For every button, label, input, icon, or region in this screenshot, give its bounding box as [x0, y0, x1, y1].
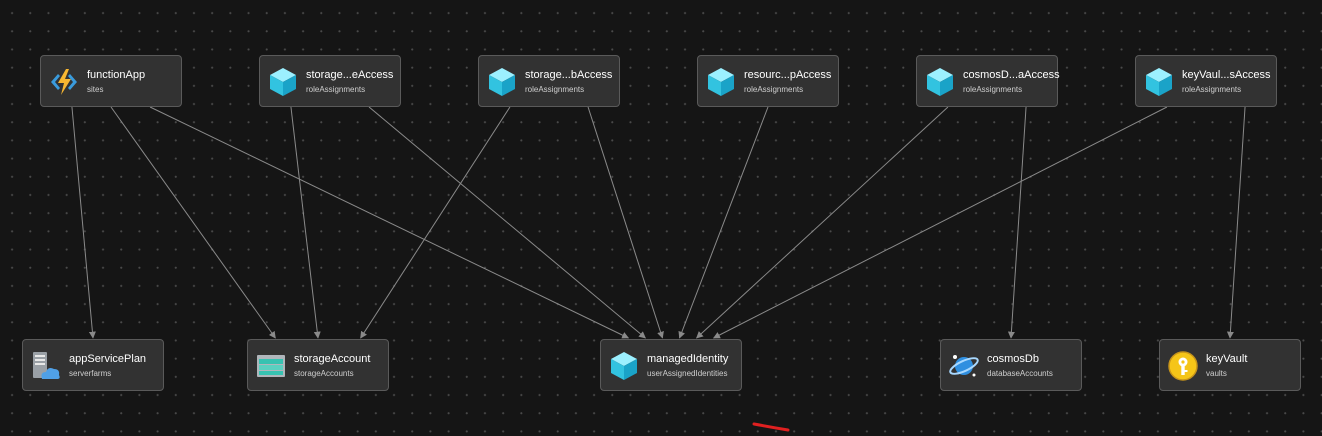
edge-cosmosDataAccess-to-cosmosDb — [1007, 106, 1027, 339]
node-type: sites — [87, 85, 104, 94]
edge-functionApp-to-storageAccount — [110, 106, 276, 339]
node-type: roleAssignments — [306, 85, 366, 94]
node-storage-file-access[interactable]: storage...eAccess roleAssignments — [259, 55, 401, 107]
node-type: storageAccounts — [294, 369, 354, 378]
edge-functionApp-to-managedIdentity — [149, 106, 630, 339]
function-app-icon — [48, 66, 80, 98]
role-assignment-cube-icon — [924, 66, 956, 98]
node-type: roleAssignments — [963, 85, 1023, 94]
node-type: userAssignedIdentities — [647, 369, 728, 378]
edge-storageBlobAccess-to-managedIdentity — [587, 106, 664, 339]
role-assignment-cube-icon — [267, 66, 299, 98]
node-name: cosmosDb — [987, 353, 1039, 365]
node-name: resourc...pAccess — [744, 69, 832, 81]
node-name: storageAccount — [294, 353, 371, 365]
managed-identity-cube-icon — [608, 350, 640, 382]
key-vault-icon — [1167, 350, 1199, 382]
node-cosmos-data-access[interactable]: cosmosD...aAccess roleAssignments — [916, 55, 1060, 107]
edge-storageFileAccess-to-storageAccount — [290, 106, 321, 339]
edge-keyVaultSecretsAccess-to-keyVault — [1226, 106, 1246, 339]
role-assignment-cube-icon — [486, 66, 518, 98]
node-type: vaults — [1206, 369, 1227, 378]
node-type: serverfarms — [69, 369, 112, 378]
node-name: keyVault — [1206, 353, 1248, 365]
edge-keyVaultSecretsAccess-to-managedIdentity — [712, 106, 1168, 339]
edge-functionApp-to-appServicePlan — [71, 106, 96, 339]
edge-resourceGroupAccess-to-managedIdentity — [678, 106, 769, 339]
cosmos-db-icon — [948, 350, 980, 382]
role-assignment-cube-icon — [1143, 66, 1175, 98]
role-assignment-cube-icon — [705, 66, 737, 98]
node-type: roleAssignments — [1182, 85, 1242, 94]
node-name: storage...eAccess — [306, 69, 394, 81]
node-type: databaseAccounts — [987, 369, 1053, 378]
node-resource-group-access[interactable]: resourc...pAccess roleAssignments — [697, 55, 839, 107]
node-storage-account[interactable]: storageAccount storageAccounts — [247, 339, 389, 391]
edge-storageFileAccess-to-managedIdentity — [368, 106, 646, 339]
node-type: roleAssignments — [525, 85, 585, 94]
node-name: appServicePlan — [69, 353, 147, 365]
node-name: managedIdentity — [647, 353, 729, 365]
node-storage-blob-access[interactable]: storage...bAccess roleAssignments — [478, 55, 620, 107]
node-name: functionApp — [87, 69, 146, 81]
edge-cosmosDataAccess-to-managedIdentity — [696, 106, 949, 339]
node-key-vault[interactable]: keyVault vaults — [1159, 339, 1301, 391]
node-name: storage...bAccess — [525, 69, 613, 81]
node-cosmos-db[interactable]: cosmosDb databaseAccounts — [940, 339, 1082, 391]
edge-storageBlobAccess-to-storageAccount — [360, 106, 511, 339]
node-type: roleAssignments — [744, 85, 804, 94]
node-managed-identity[interactable]: managedIdentity userAssignedIdentities — [600, 339, 742, 391]
node-name: keyVaul...sAccess — [1182, 69, 1271, 81]
red-annotation-mark — [752, 422, 790, 432]
app-service-plan-icon — [30, 350, 62, 382]
node-app-service-plan[interactable]: appServicePlan serverfarms — [22, 339, 164, 391]
storage-account-icon — [255, 350, 287, 382]
node-key-vault-secrets-access[interactable]: keyVaul...sAccess roleAssignments — [1135, 55, 1277, 107]
node-functionapp[interactable]: functionApp sites — [40, 55, 182, 107]
node-name: cosmosD...aAccess — [963, 69, 1060, 81]
